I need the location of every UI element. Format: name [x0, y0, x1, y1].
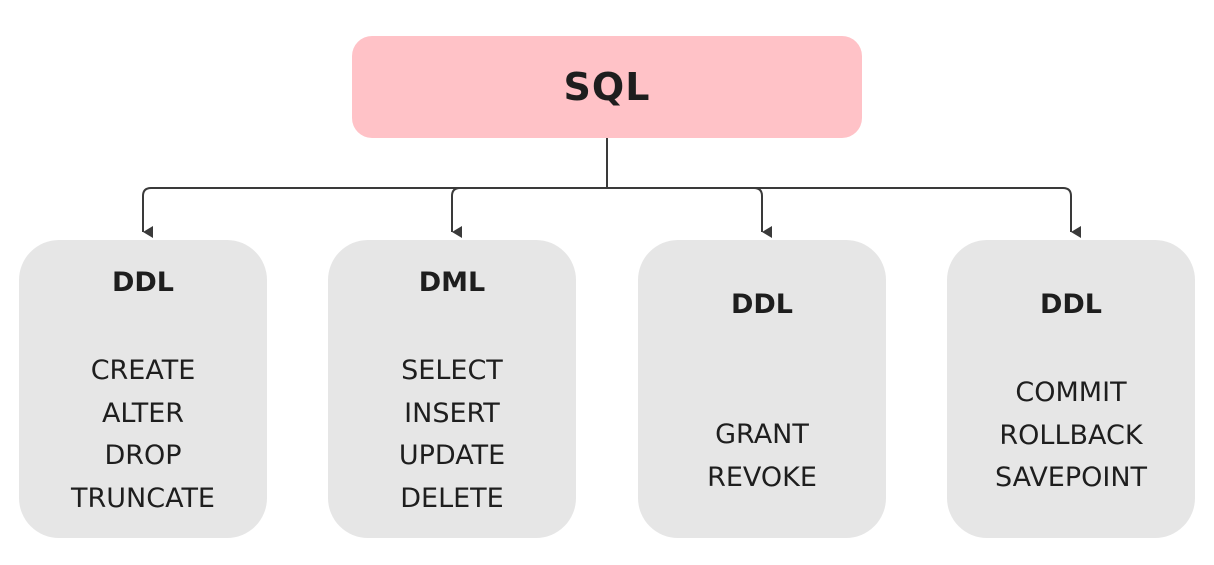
- command-item: DROP: [104, 440, 182, 471]
- command-item: REVOKE: [707, 461, 817, 493]
- command-item: ROLLBACK: [999, 419, 1143, 451]
- command-item: INSERT: [404, 397, 500, 429]
- branch-line-right: [607, 187, 1081, 238]
- child-node-ddl-3: DDL GRANT REVOKE: [638, 240, 886, 538]
- command-item: TRUNCATE: [71, 482, 215, 514]
- command-item: UPDATE: [398, 440, 506, 471]
- child-node-ddl-1: DDL CREATE ALTER DROP TRUNCATE: [19, 240, 267, 538]
- command-list: COMMIT ROLLBACK SAVEPOINT: [995, 372, 1147, 500]
- command-item: DELETE: [400, 482, 504, 514]
- command-list: GRANT REVOKE: [707, 414, 817, 499]
- branch-line-left: [142, 187, 607, 238]
- command-item: ALTER: [101, 397, 185, 429]
- child-title: DDL: [1039, 289, 1103, 320]
- command-list: SELECT INSERT UPDATE DELETE: [399, 350, 505, 520]
- child-node-dml: DML SELECT INSERT UPDATE DELETE: [328, 240, 576, 538]
- sql-root-node: SQL: [352, 36, 862, 138]
- child-title: DDL: [730, 289, 794, 320]
- root-label: SQL: [563, 65, 651, 109]
- command-item: SELECT: [401, 355, 503, 386]
- command-item: CREATE: [90, 355, 196, 386]
- child-title: DML: [418, 267, 486, 298]
- child-title: DDL: [111, 267, 175, 298]
- branch-line-center-left: [451, 187, 607, 238]
- command-item: SAVEPOINT: [994, 462, 1148, 493]
- command-list: CREATE ALTER DROP TRUNCATE: [71, 350, 215, 520]
- branch-line-center-right: [607, 187, 772, 238]
- command-item: GRANT: [715, 419, 809, 450]
- child-node-ddl-4: DDL COMMIT ROLLBACK SAVEPOINT: [947, 240, 1195, 538]
- command-item: COMMIT: [1015, 377, 1127, 408]
